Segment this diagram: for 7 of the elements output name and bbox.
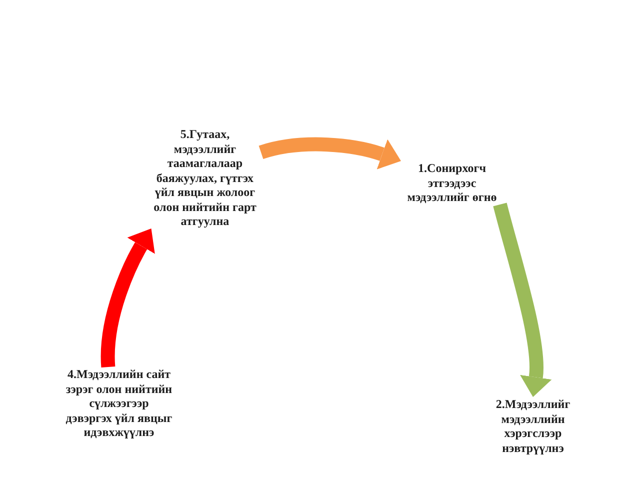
curved-arrow (493, 202, 552, 398)
step-text: 4.Мэдээллийн сайт зэрэг олон нийтийн сүлжээгээр дэвэргэх үйл явцыг идэвхжүүлнэ (65, 367, 173, 440)
step-text: 5.Гутаах, мэдээллийг таамаглалаар баяжуулах, гүтгэх үйл явцын жолоог олон нийтийн гарт атгуулна (149, 127, 261, 228)
step-text: 2.Мэдээллийг мэдээллийн хэрэгслээр нэвтрүүлнэ (484, 397, 582, 455)
step-text: 1.Сонирхогч этгээдээс мэдээллийг өгнө (401, 161, 503, 204)
curved-arrow (100, 228, 156, 368)
curved-arrow (259, 137, 402, 170)
